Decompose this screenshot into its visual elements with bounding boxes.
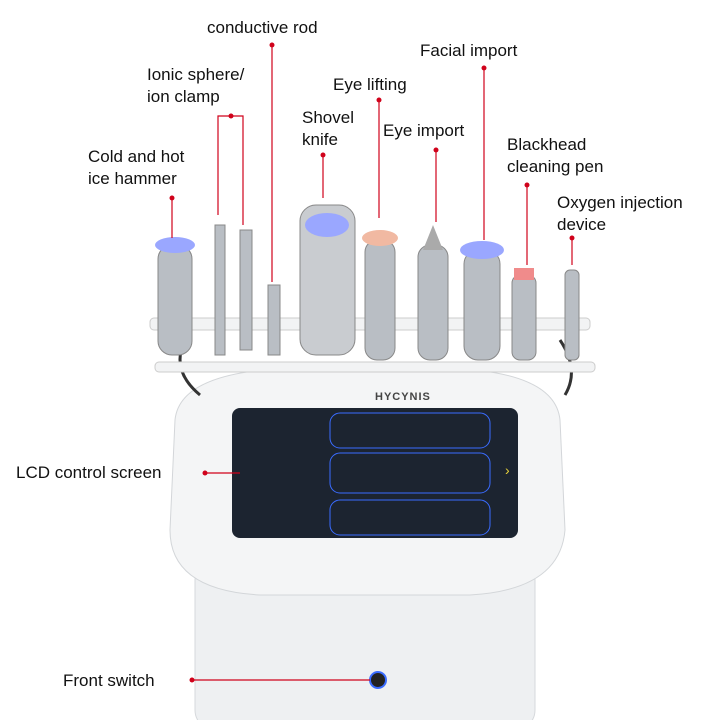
front-switch-button	[369, 671, 387, 689]
label-ion-clamp: ion clamp	[147, 87, 220, 106]
lcd-screen	[232, 408, 518, 538]
screen-panel	[329, 412, 491, 449]
label-conductive-rod: conductive rod	[207, 18, 318, 37]
brand-logo: HYCYNIS	[375, 391, 431, 403]
label-shovel-2: knife	[302, 130, 338, 149]
callout-lines	[171, 45, 573, 681]
screen-panel	[329, 499, 491, 536]
label-lcd: LCD control screen	[16, 463, 162, 482]
label-eye-lifting: Eye lifting	[333, 75, 407, 94]
label-blackhead-1: Blackhead	[507, 135, 587, 154]
screen-panel	[329, 452, 491, 494]
callout-dots	[169, 42, 575, 683]
label-blackhead-2: cleaning pen	[507, 157, 604, 176]
label-front-switch: Front switch	[63, 671, 155, 690]
label-eye-import: Eye import	[383, 121, 465, 140]
next-arrow: ›	[505, 462, 510, 478]
label-shovel-1: Shovel	[302, 108, 354, 127]
label-facial-import: Facial import	[420, 41, 518, 60]
label-oxygen-2: device	[557, 215, 607, 234]
label-ionic-sphere: Ionic sphere/	[147, 65, 245, 84]
label-oxygen-1: Oxygen injection	[557, 193, 683, 212]
label-ice-hammer-1: Cold and hot	[88, 147, 185, 166]
label-ice-hammer-2: ice hammer	[88, 169, 177, 188]
